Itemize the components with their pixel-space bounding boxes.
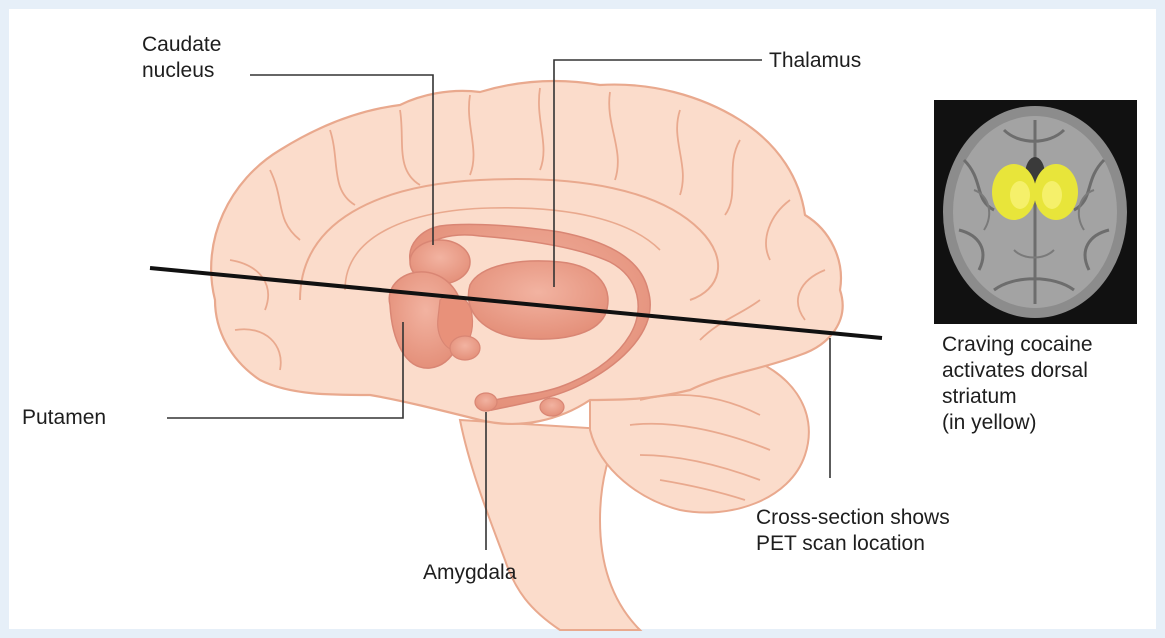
amygdala [475, 393, 497, 411]
pet-scan-caption: Craving cocaine activates dorsal striatu… [942, 332, 1093, 436]
small-nucleus [540, 398, 564, 416]
thalamus-label: Thalamus [769, 48, 861, 74]
cross-section-label: Cross-section shows PET scan location [756, 505, 950, 557]
substructure [450, 336, 480, 360]
amygdala-label: Amygdala [423, 560, 516, 586]
pet-scan-image [934, 100, 1137, 324]
putamen-label: Putamen [22, 405, 106, 431]
caudate-nucleus-label: Caudate nucleus [142, 32, 221, 84]
